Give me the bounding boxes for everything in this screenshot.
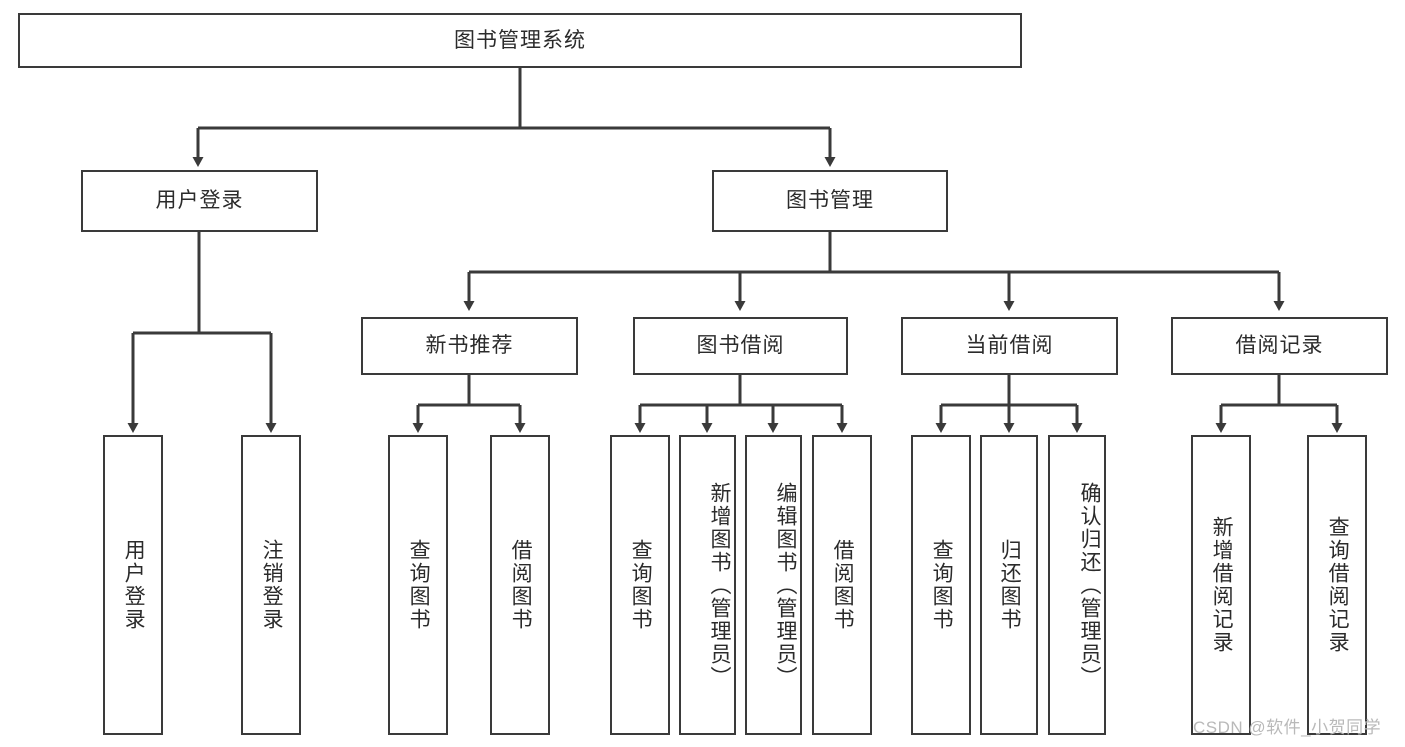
leaf-query-book-2[interactable]: 查询图书: [610, 435, 670, 735]
leaf-query-borrow-record[interactable]: 查询借阅记录: [1307, 435, 1367, 735]
leaf-return-book[interactable]: 归还图书: [980, 435, 1038, 735]
leaf-logout-login-label: 注销登录: [260, 539, 284, 631]
leaf-add-borrow-record[interactable]: 新增借阅记录: [1191, 435, 1251, 735]
leaf-logout-login[interactable]: 注销登录: [241, 435, 301, 735]
leaf-edit-book-admin[interactable]: 编辑图书（管理员）: [745, 435, 802, 735]
node-book-manage[interactable]: 图书管理: [712, 170, 948, 232]
node-root[interactable]: 图书管理系统: [18, 13, 1022, 68]
leaf-edit-book-admin-label: 编辑图书（管理员）: [774, 481, 797, 689]
node-root-label: 图书管理系统: [454, 28, 586, 52]
leaf-query-book-3-label: 查询图书: [930, 539, 954, 631]
leaf-query-borrow-record-label: 查询借阅记录: [1326, 516, 1350, 654]
node-new-book-recommend-label: 新书推荐: [425, 334, 514, 358]
node-book-manage-label: 图书管理: [786, 189, 874, 213]
leaf-query-book-2-label: 查询图书: [629, 539, 653, 631]
leaf-borrow-book-1[interactable]: 借阅图书: [490, 435, 550, 735]
node-user-login-label: 用户登录: [155, 189, 244, 213]
leaf-confirm-return-admin-label: 确认归还（管理员）: [1078, 481, 1101, 689]
node-borrow-record-label: 借阅记录: [1235, 334, 1324, 358]
node-borrow-record[interactable]: 借阅记录: [1171, 317, 1388, 375]
leaf-add-book-admin[interactable]: 新增图书（管理员）: [679, 435, 736, 735]
leaf-return-book-label: 归还图书: [998, 539, 1022, 631]
node-book-borrow[interactable]: 图书借阅: [633, 317, 848, 375]
leaf-user-login-label: 用户登录: [122, 539, 146, 631]
leaf-query-book-1-label: 查询图书: [407, 539, 431, 631]
leaf-add-book-admin-label: 新增图书（管理员）: [708, 481, 731, 689]
leaf-user-login[interactable]: 用户登录: [103, 435, 163, 735]
leaf-confirm-return-admin[interactable]: 确认归还（管理员）: [1048, 435, 1106, 735]
node-current-borrow[interactable]: 当前借阅: [901, 317, 1118, 375]
node-book-borrow-label: 图书借阅: [696, 334, 785, 358]
leaf-query-book-3[interactable]: 查询图书: [911, 435, 971, 735]
leaf-borrow-book-1-label: 借阅图书: [509, 539, 533, 631]
node-user-login[interactable]: 用户登录: [81, 170, 318, 232]
leaf-borrow-book-2-label: 借阅图书: [831, 539, 855, 631]
node-current-borrow-label: 当前借阅: [965, 334, 1054, 358]
watermark: CSDN @软件_小贺同学: [1193, 718, 1382, 737]
leaf-add-borrow-record-label: 新增借阅记录: [1210, 516, 1234, 654]
node-new-book-recommend[interactable]: 新书推荐: [361, 317, 578, 375]
leaf-query-book-1[interactable]: 查询图书: [388, 435, 448, 735]
leaf-borrow-book-2[interactable]: 借阅图书: [812, 435, 872, 735]
